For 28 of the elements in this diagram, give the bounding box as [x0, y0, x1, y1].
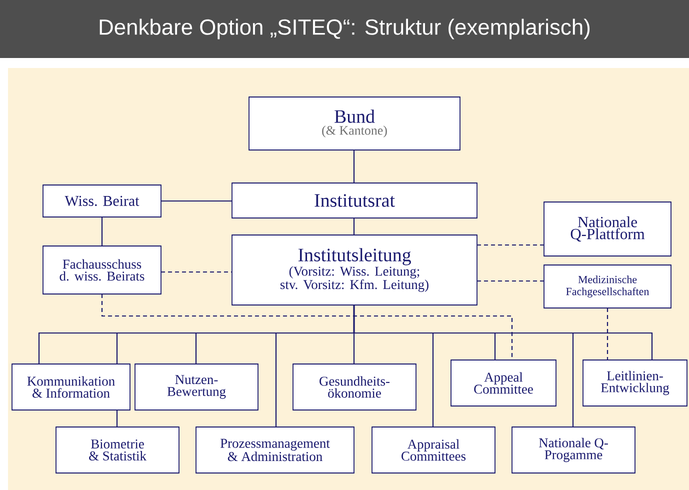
org-box: Kommunikation & Information: [12, 364, 130, 410]
org-box: Nutzen- Bewertung: [134, 364, 258, 410]
dashed-connector: [161, 271, 232, 273]
connector: [101, 217, 103, 246]
org-box: Wiss. Beirat: [42, 184, 162, 218]
org-box: Leitlinien- Entwicklung: [582, 360, 688, 406]
org-box: Institutsrat: [232, 182, 478, 218]
connector: [353, 218, 355, 235]
connector: [353, 150, 355, 183]
connector: [353, 305, 653, 360]
org-box: Biometrie & Statistik: [56, 426, 180, 474]
org-box: Nationale Q-Progamme: [512, 426, 636, 474]
org-box: Fachausschuss d. wiss. Beirats: [42, 246, 162, 294]
dashed-connector: [606, 308, 608, 360]
dashed-connector: [477, 244, 544, 246]
org-box: Institutsleitung (Vorsitz: Wiss. Leitung; stv. Vorsitz: Kfm. Leitung): [232, 234, 478, 306]
dashed-connector: [101, 294, 513, 360]
org-box: Gesundheits- ökonomie: [292, 364, 416, 410]
org-box: Prozessmanagement & Administration: [196, 426, 354, 474]
org-box: Bund (& Kantone): [248, 96, 460, 150]
title-bar: Denkbare Option „SITEQ“: Struktur (exemplarisch): [0, 0, 689, 58]
connector: [116, 410, 118, 427]
dashed-connector: [477, 280, 544, 282]
org-box: Appeal Committee: [450, 360, 556, 406]
org-box: Nationale Q-Plattform: [544, 202, 672, 256]
org-box: Medizinische Fachgesellschaften: [544, 264, 672, 308]
org-box: Appraisal Committees: [372, 426, 496, 474]
connector: [161, 200, 232, 202]
